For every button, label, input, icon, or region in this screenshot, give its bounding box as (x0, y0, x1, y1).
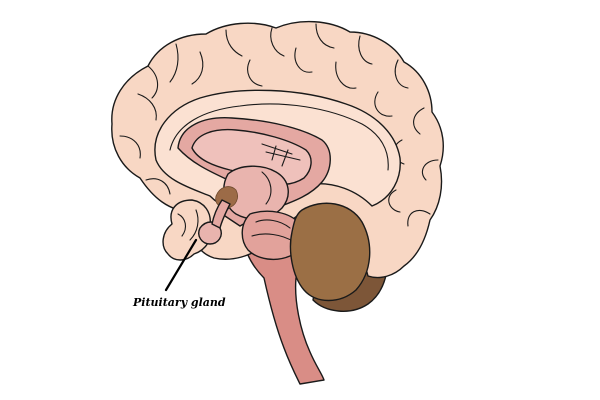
pituitary-gland (198, 221, 222, 245)
cingulate-sulcus (169, 103, 389, 171)
pituitary-stalk (211, 199, 231, 229)
fornix (191, 128, 312, 186)
pons (241, 210, 304, 261)
cortex-gyri (119, 23, 439, 227)
pituitary-gland-label: Pituitary gland (132, 296, 226, 309)
label-leader-line (164, 238, 198, 292)
cerebellum (289, 202, 371, 302)
